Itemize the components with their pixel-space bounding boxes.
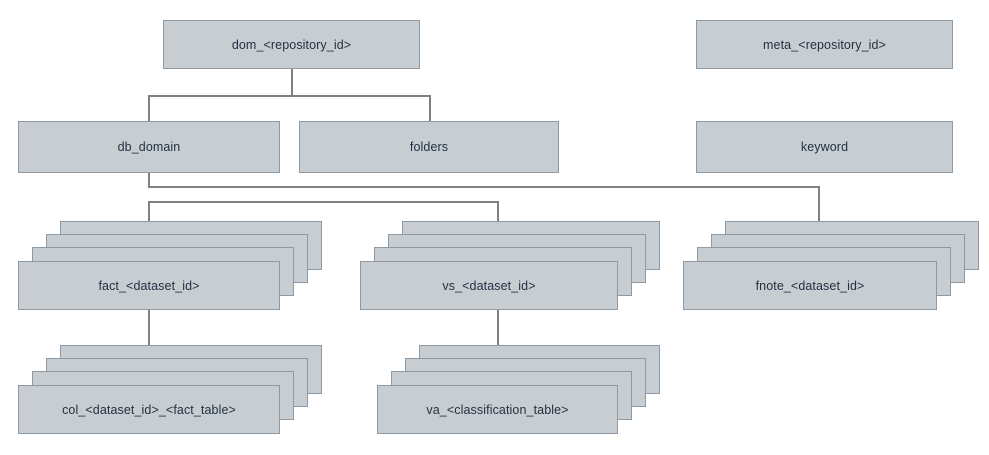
node-va-classification-table[interactable]: va_<classification_table> bbox=[377, 385, 618, 434]
node-label: db_domain bbox=[117, 140, 181, 154]
edge-dom-bus bbox=[148, 95, 430, 97]
node-keyword[interactable]: keyword bbox=[696, 121, 953, 173]
node-dom-repository[interactable]: dom_<repository_id> bbox=[163, 20, 420, 69]
node-vs-dataset[interactable]: vs_<dataset_id> bbox=[360, 261, 618, 310]
edge-db-domain-stem bbox=[148, 173, 150, 187]
edge-dom-to-db-domain bbox=[148, 95, 150, 122]
node-db-domain[interactable]: db_domain bbox=[18, 121, 280, 173]
node-label: folders bbox=[409, 140, 449, 154]
edge-db-domain-bus-top bbox=[148, 186, 820, 188]
node-fnote-dataset[interactable]: fnote_<dataset_id> bbox=[683, 261, 937, 310]
node-label: fact_<dataset_id> bbox=[98, 278, 200, 293]
node-label: col_<dataset_id>_<fact_table> bbox=[62, 402, 236, 417]
node-label: keyword bbox=[800, 140, 849, 154]
node-label: dom_<repository_id> bbox=[231, 37, 352, 52]
node-label: fnote_<dataset_id> bbox=[755, 278, 865, 293]
node-label: meta_<repository_id> bbox=[763, 37, 886, 52]
node-label: va_<classification_table> bbox=[426, 402, 569, 417]
edge-db-domain-bus-lower bbox=[148, 201, 498, 203]
edge-dom-stem bbox=[291, 69, 293, 96]
edge-dom-to-folders bbox=[429, 95, 431, 122]
node-label: vs_<dataset_id> bbox=[442, 278, 536, 293]
node-fact-dataset[interactable]: fact_<dataset_id> bbox=[18, 261, 280, 310]
node-folders[interactable]: folders bbox=[299, 121, 559, 173]
node-col-dataset-fact-table[interactable]: col_<dataset_id>_<fact_table> bbox=[18, 385, 280, 434]
node-meta-repository[interactable]: meta_<repository_id> bbox=[696, 20, 953, 69]
